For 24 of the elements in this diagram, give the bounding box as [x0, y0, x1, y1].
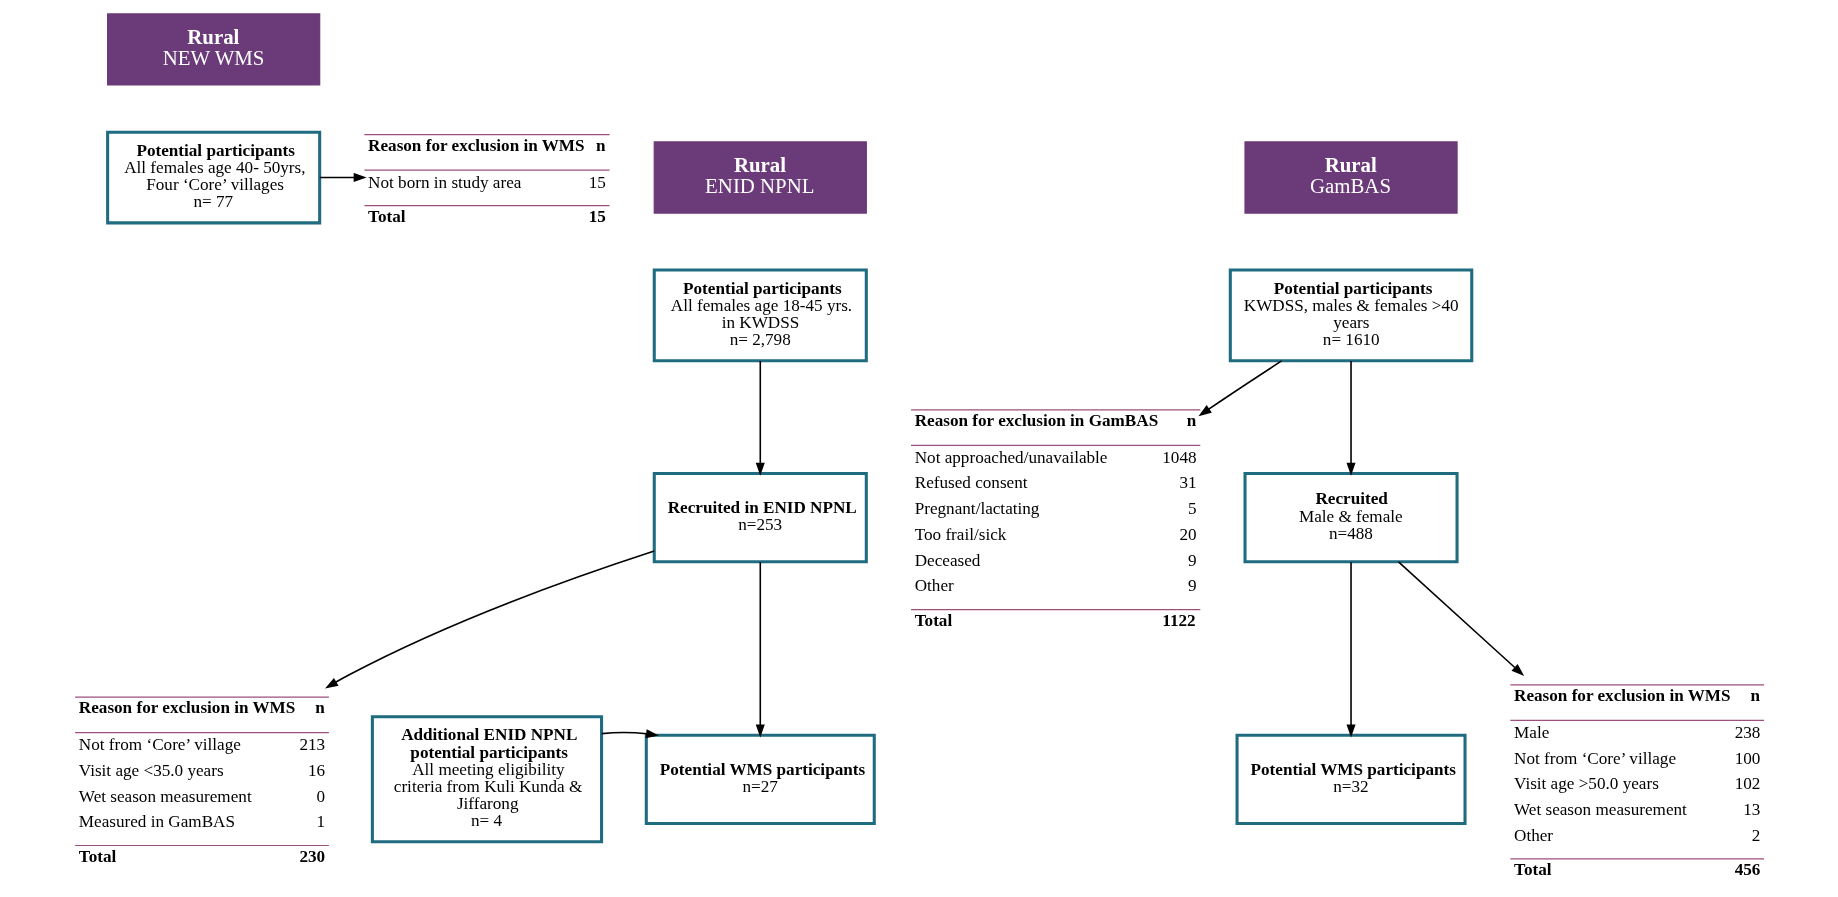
arrow	[1397, 560, 1525, 676]
arrow	[755, 560, 765, 737]
arrow	[319, 172, 367, 182]
node-text: Reason for exclusion in WMS n Not born in study area 15 Total 15	[368, 135, 606, 226]
node-box: Potential participants All females age 18-45 yrs. in KWDSS n= 2,798	[652, 268, 868, 362]
node-box: Recruited Male & female n=488	[1243, 471, 1459, 563]
arrow	[1346, 560, 1356, 737]
arrow	[1198, 359, 1283, 416]
node-box: Rural GamBAS	[1244, 140, 1458, 214]
node-box: Rural NEW WMS	[107, 12, 321, 86]
node-text: Reason for exclusion in WMS n Male 238 Not from ‘Core’ village 100 Visit age >50.0 years 102 Wet season measurement 13 Other 2 Total 456	[1514, 685, 1761, 879]
arrow	[1346, 359, 1356, 476]
node-box: Potential WMS participants n=32	[1235, 733, 1467, 825]
node-box: Rural ENID NPNL	[653, 140, 867, 214]
node-text: Reason for exclusion in GamBAS n Not approached/unavailable 1048 Refused consent 31 Pregnant/lactating 5 Too frail/sick 20 Deceased 9 Other 9 Total 1122	[914, 410, 1197, 630]
node-box: Potential participants All females age 40- 50yrs, Four ‘Core’ villages n= 77	[106, 130, 322, 224]
arrow	[600, 728, 659, 738]
node-box: Additional ENID NPNL potential participants All meeting eligibility criteria from Kuli Kunda & Jiffarong n= 4	[370, 714, 604, 843]
node-box: Potential WMS participants n=27	[644, 733, 876, 825]
node-text: Reason for exclusion in WMS n Not from ‘Core’ village 213 Visit age <35.0 years 16 Wet season measurement 0 Measured in GamBAS 1 Total 230	[78, 697, 326, 866]
arrow	[325, 549, 656, 688]
node-box: Recruited in ENID NPNL n=253	[652, 471, 868, 563]
arrow	[755, 359, 765, 476]
node-box: Potential participants KWDSS, males & females >40 years n= 1610	[1228, 268, 1474, 362]
